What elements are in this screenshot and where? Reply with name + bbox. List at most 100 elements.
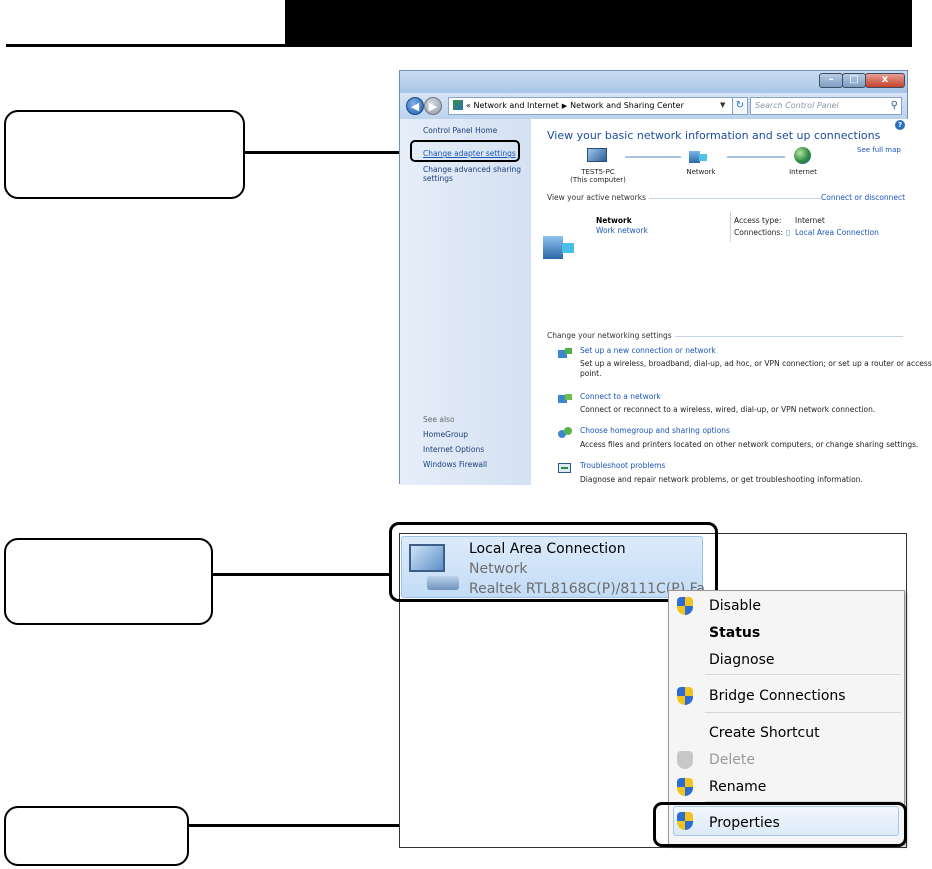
lan-adapter-icon [405,542,461,594]
sidebar-item-windows-firewall[interactable]: Windows Firewall [423,460,488,469]
homegroup-icon [558,427,572,439]
minimize-button[interactable]: – [819,73,843,88]
map-link-line [625,156,681,158]
search-placeholder: Search Control Panel [755,101,839,110]
callout-box-2 [4,538,213,625]
active-network-name: Network [596,216,632,225]
internet-globe-icon [794,147,811,164]
connect-network-icon [558,393,572,405]
menu-separator [705,801,901,802]
map-computer: TEST5-PC (This computer) [564,168,632,184]
menu-separator [705,674,901,675]
callout-box-1 [4,110,245,199]
network-sharing-center-window: – □ x ◀ ▶ « Network and Internet▶Network… [399,70,932,485]
change-adapter-highlight [410,140,520,162]
menu-item-rename[interactable]: Rename [709,779,767,795]
troubleshoot-icon [558,463,572,475]
header-bar [285,0,912,47]
sidebar-item-change-adapter[interactable]: Change adapter settings [423,149,516,158]
task-connect-network-link[interactable]: Connect to a network [580,392,661,401]
address-bar[interactable]: « Network and Internet▶Network and Shari… [448,97,740,115]
adapter-highlight [389,522,718,602]
computer-icon [587,148,607,162]
back-button[interactable]: ◀ [406,97,424,115]
sidebar-item-change-sharing-line1: Change advanced sharing [423,165,522,174]
uac-shield-icon [677,812,693,830]
menu-item-status[interactable]: Status [709,625,761,641]
map-link-line [727,156,785,158]
page-title: View your basic network information and … [547,129,881,142]
callout-connector-2 [213,573,391,576]
menu-item-diagnose[interactable]: Diagnose [709,652,775,668]
forward-button[interactable]: ▶ [424,97,442,115]
sidebar-item-change-sharing[interactable]: Change advanced sharing settings [423,165,521,183]
task-connect-network-desc: Connect or reconnect to a wireless, wire… [580,405,876,414]
maximize-button[interactable]: □ [842,73,866,88]
window-titlebar: – □ x [400,71,907,93]
menu-separator [705,712,901,713]
access-type-value: Internet [795,216,825,225]
manual-page: – □ x ◀ ▶ « Network and Internet▶Network… [4,0,932,866]
sidebar-item-homegroup[interactable]: HomeGroup [423,430,468,439]
breadcrumb-prefix: « [466,101,471,110]
connect-disconnect-link[interactable]: Connect or disconnect [821,193,906,202]
network-icon [689,148,709,164]
properties-hover-highlight [673,806,899,836]
callout-connector-1 [245,151,411,154]
task-new-connection-link[interactable]: Set up a new connection or network [580,346,716,355]
menu-item-properties[interactable]: Properties [709,815,780,831]
refresh-button[interactable]: ↻ [732,97,748,115]
task-troubleshoot-desc: Diagnose and repair network problems, or… [580,475,863,484]
map-computer-name: TEST5-PC [581,168,615,176]
see-full-map-link[interactable]: See full map [857,146,901,154]
menu-item-bridge-connections[interactable]: Bridge Connections [709,688,846,704]
task-homegroup-desc: Access files and printers located on oth… [580,440,919,449]
sidebar-item-home[interactable]: Control Panel Home [423,126,498,135]
main-pane: ? View your basic network information an… [531,119,932,485]
connections-label: Connections: [734,228,783,237]
local-area-connection-link[interactable]: Local Area Connection [795,228,879,237]
menu-item-create-shortcut[interactable]: Create Shortcut [709,725,820,741]
breadcrumb-network-internet[interactable]: Network and Internet [473,101,559,110]
sidebar-item-internet-options[interactable]: Internet Options [423,445,485,454]
task-new-connection-desc-2: point. [580,369,602,378]
adapter-network: Network [469,561,528,577]
search-icon[interactable]: ⚲ [890,100,898,111]
address-row: ◀ ▶ « Network and Internet▶Network and S… [400,93,907,119]
task-homegroup-link[interactable]: Choose homegroup and sharing options [580,426,730,435]
uac-shield-icon [677,687,693,705]
access-type-label: Access type: [734,216,782,225]
properties-highlight [653,802,907,847]
see-also-label: See also [423,415,455,424]
ethernet-icon: ▯ [786,228,791,237]
menu-item-delete: Delete [709,752,755,768]
uac-shield-icon [677,778,693,796]
search-input[interactable]: Search Control Panel ⚲ [750,97,902,115]
section-divider [547,198,821,199]
adapter-device: Realtek RTL8168C(P)/8111C(P) Fa [469,581,705,597]
networking-settings-heading: Change your networking settings [547,331,675,340]
vertical-divider [730,212,731,242]
adapter-name: Local Area Connection [469,541,626,557]
uac-shield-icon-disabled [677,751,693,769]
new-connection-icon [558,348,572,360]
breadcrumb-sharing-center[interactable]: Network and Sharing Center [570,101,684,110]
callout-box-3 [4,806,189,866]
section-divider [547,336,903,337]
map-network-label: Network [686,168,716,176]
active-networks-heading: View your active networks [547,193,649,202]
address-dropdown-icon[interactable]: ▼ [720,101,726,109]
sidebar: Control Panel Home Change adapter settin… [400,119,531,485]
map-computer-sub: (This computer) [570,176,626,184]
help-icon[interactable]: ? [895,120,905,130]
close-button[interactable]: x [865,73,905,88]
task-new-connection-desc-1: Set up a wireless, broadband, dial-up, a… [580,359,932,368]
window-controls: – □ x [819,73,905,88]
task-troubleshoot-link[interactable]: Troubleshoot problems [580,461,666,470]
sidebar-item-change-sharing-line2: settings [423,174,453,183]
menu-item-disable[interactable]: Disable [709,598,761,614]
header-rule [6,44,286,47]
breadcrumb-separator-icon: ▶ [561,102,568,110]
work-network-link[interactable]: Work network [596,226,648,235]
uac-shield-icon [677,597,693,615]
